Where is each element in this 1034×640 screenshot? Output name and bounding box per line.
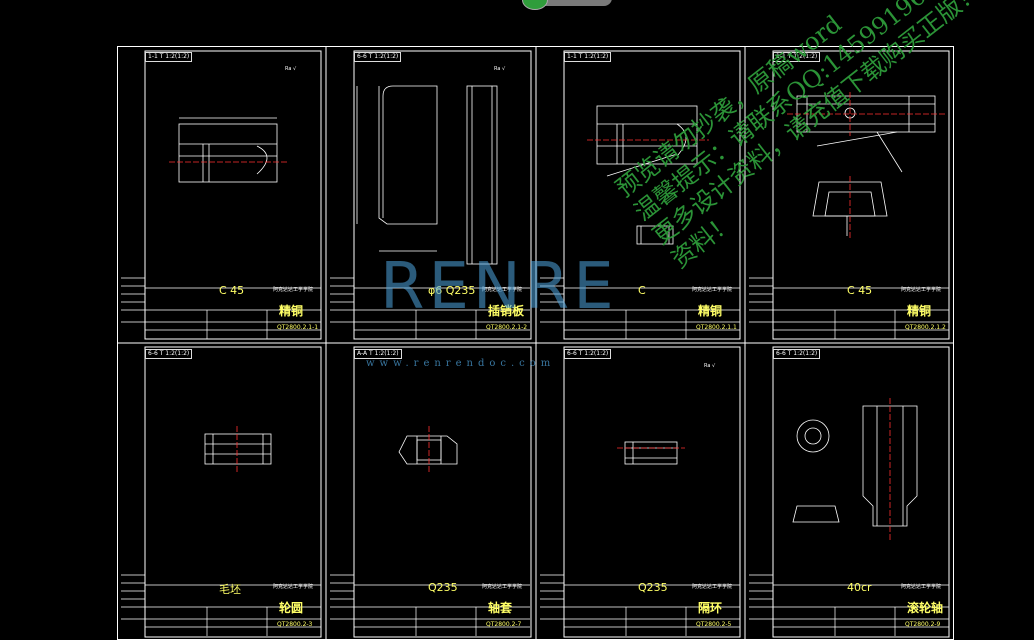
section-label-1: 1-1 T 1:2(1:2) xyxy=(145,52,193,62)
section-label-8: 6-6 T 1:2(1:2) xyxy=(773,349,821,359)
title-block-5 xyxy=(121,574,321,636)
part-name-3: 精铜 xyxy=(698,304,723,318)
zoom-button[interactable] xyxy=(522,0,548,10)
zoom-control[interactable] xyxy=(522,0,612,6)
title-block-4 xyxy=(749,277,949,339)
sheet6-part xyxy=(398,435,458,465)
drawing-code-4: QT2800.2.1.2 xyxy=(905,324,946,331)
watermark-logo: RENRE xyxy=(380,250,618,324)
company-name-1: 阿克达达工学学院 xyxy=(273,287,314,293)
drawing-code-6: QT2800.2-7 xyxy=(486,621,522,628)
material-text-1: C 45 xyxy=(219,284,245,297)
roughness-note-7: Ra √ xyxy=(704,363,716,369)
material-text-7: Q235 xyxy=(638,581,668,594)
title-block-8 xyxy=(749,574,949,636)
sheet3-part xyxy=(596,105,698,245)
sheet7-part xyxy=(624,441,678,465)
material-text-6: Q235 xyxy=(428,581,458,594)
section-label-7: 6-6 T 1:2(1:2) xyxy=(564,349,612,359)
material-text-8: 40cr xyxy=(847,581,872,594)
part-name-7: 隔环 xyxy=(698,601,723,615)
part-name-4: 精铜 xyxy=(907,304,932,318)
material-text-4: C 45 xyxy=(847,284,873,297)
material-text-3: C xyxy=(638,284,646,297)
sheet5-part xyxy=(204,433,272,465)
part-name-2: 插销板 xyxy=(488,304,525,318)
drawing-code-2: QT2800.2.1-2 xyxy=(486,324,528,331)
part-name-8: 滚轮轴 xyxy=(907,601,944,615)
company-name-6: 阿克达达工学学院 xyxy=(482,584,523,590)
company-name-5: 阿克达达工学学院 xyxy=(273,584,314,590)
part-name-1: 精铜 xyxy=(279,304,304,318)
title-block-2 xyxy=(330,277,530,339)
company-name-3: 阿克达达工学学院 xyxy=(692,287,733,293)
title-block-3 xyxy=(540,277,740,339)
sheet4-part xyxy=(796,95,936,236)
company-name-8: 阿克达达工学学院 xyxy=(901,584,942,590)
company-name-2: 阿克达达工学学院 xyxy=(482,287,523,293)
drawing-code-3: QT2800.2.1.1 xyxy=(696,324,737,331)
sheet2-part xyxy=(356,85,498,265)
roughness-note-1: Ra √ xyxy=(285,66,297,72)
title-block-6 xyxy=(330,574,530,636)
drawing-code-1: QT2800.2.1-1 xyxy=(277,324,319,331)
watermark-logo-url: www.renrendoc.com xyxy=(366,358,556,369)
drawing-code-7: QT2800.2-5 xyxy=(696,621,732,628)
roughness-note-2: Ra √ xyxy=(494,66,506,72)
section-label-2: 6-6 T 1:2(1:2) xyxy=(354,52,402,62)
material-text-5: 毛坯 xyxy=(219,583,241,596)
company-name-7: 阿克达达工学学院 xyxy=(692,584,733,590)
section-label-6: A-A T 1:2(1:2) xyxy=(354,349,402,359)
material-text-2: φ6 Q235 xyxy=(428,284,476,297)
company-name-4: 阿克达达工学学院 xyxy=(901,287,942,293)
title-block-7 xyxy=(540,574,740,636)
section-label-4: 1-1 T 1:2(1:2) xyxy=(773,52,821,62)
drawing-code-8: QT2800.2-9 xyxy=(905,621,941,628)
part-name-6: 轴套 xyxy=(488,601,513,615)
part-name-5: 轮圆 xyxy=(279,601,304,615)
title-block-1 xyxy=(121,277,321,339)
viewer-top-bar xyxy=(0,0,1034,10)
section-label-5: 6-6 T 1:2(1:2) xyxy=(145,349,193,359)
drawing-svg xyxy=(117,46,954,640)
sheet1-part xyxy=(178,117,278,183)
section-label-3: 1-1 T 1:2(1:2) xyxy=(564,52,612,62)
drawing-code-5: QT2800.2-3 xyxy=(277,621,313,628)
sheet8-part xyxy=(792,405,918,527)
